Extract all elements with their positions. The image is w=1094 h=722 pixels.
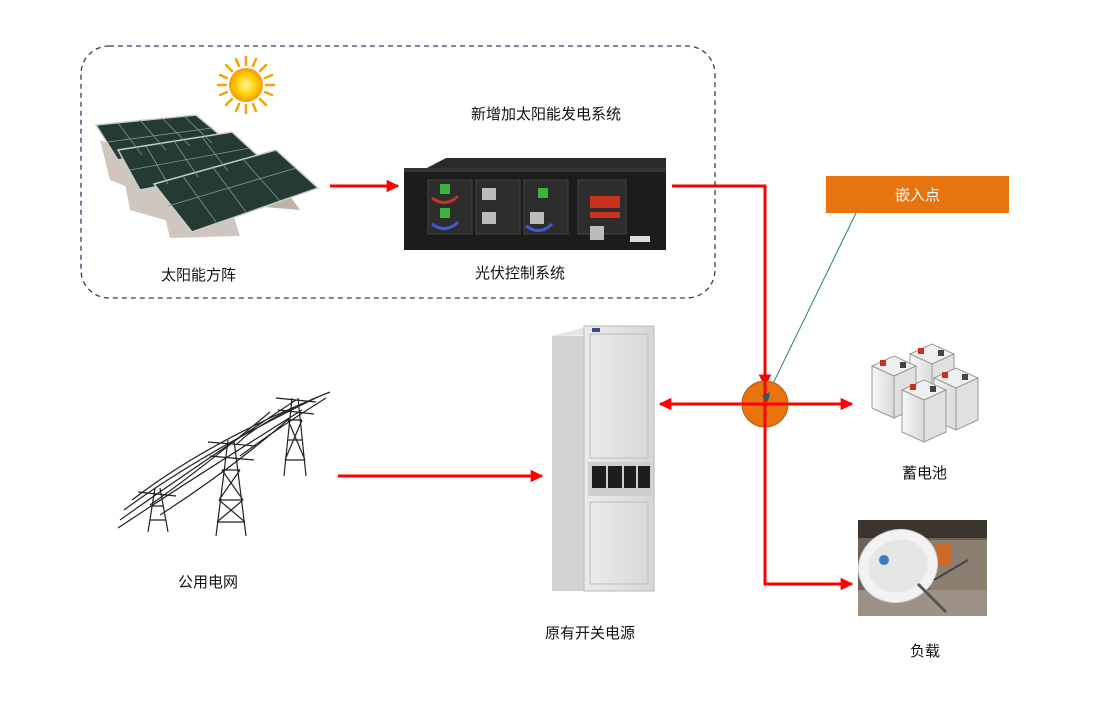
label-pv-controller: 光伏控制系统 [475, 264, 566, 282]
pv-controller-icon [404, 158, 666, 250]
flow-arrow-junction-to-load [763, 404, 854, 591]
flow-arrow-controller-to-junction [672, 184, 772, 388]
label-power-supply: 原有开关电源 [545, 624, 636, 642]
power-grid-icon [117, 391, 331, 537]
label-battery: 蓄电池 [902, 464, 948, 482]
embed-point-callout: 嵌入点 [826, 176, 1009, 213]
label-public-grid: 公用电网 [178, 573, 239, 591]
solar-system-group-boundary [80, 45, 716, 299]
battery-icon [870, 343, 980, 443]
group-title: 新增加太阳能发电系统 [471, 105, 622, 123]
solar-array-icon [94, 114, 320, 238]
label-solar-array: 太阳能方阵 [161, 266, 237, 284]
power-supply-cabinet-icon [552, 325, 655, 592]
label-load: 负载 [910, 642, 941, 660]
callout-leader-line [764, 212, 857, 401]
sun-icon [216, 55, 276, 115]
load-satellite-dish-icon [857, 520, 987, 616]
